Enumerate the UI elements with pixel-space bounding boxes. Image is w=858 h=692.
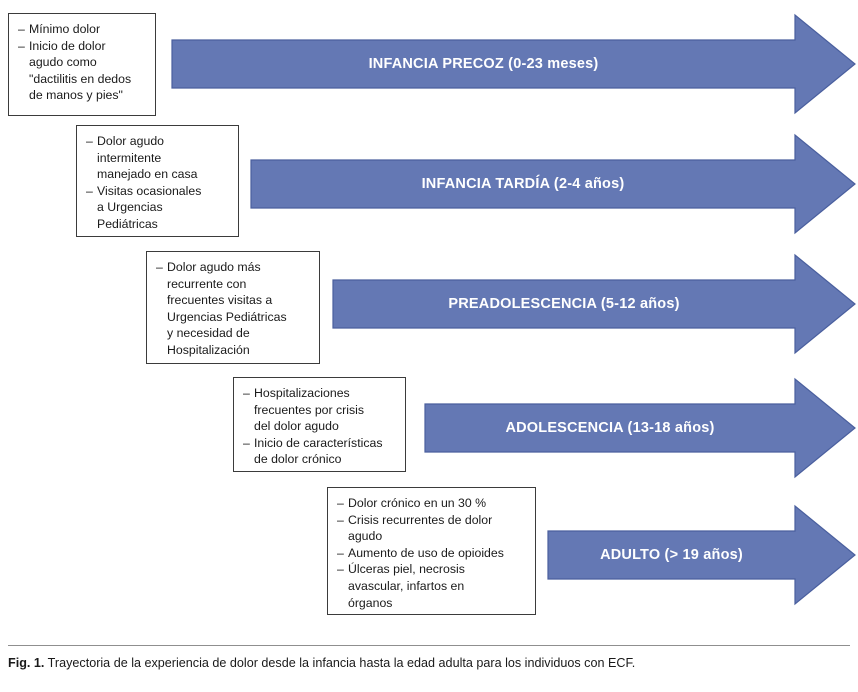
figure-caption-label: Fig. 1. <box>8 656 45 670</box>
stage-note-item: Aumento de uso de opioides <box>337 545 527 562</box>
stage-note-box-5: Dolor crónico en un 30 % Crisis recurren… <box>327 487 536 615</box>
stage-note-list-2: Dolor agudo intermitente manejado en cas… <box>86 133 230 233</box>
note-line: Dolor crónico en un 30 % <box>348 496 487 510</box>
stage-note-item: Crisis recurrentes de dolor agudo <box>337 512 527 545</box>
stage-note-list-4: Hospitalizaciones frecuentes por crisis … <box>243 385 397 468</box>
diagram-stage: INFANCIA PRECOZ (0-23 meses) INFANCIA TA… <box>0 0 858 628</box>
note-line: órganos <box>348 595 393 610</box>
stage-note-item: Inicio de dolor agudo como "dactilitis e… <box>18 38 147 104</box>
stage-note-box-3: Dolor agudo más recurrente con frecuente… <box>146 251 320 364</box>
note-line: a Urgencias <box>97 200 163 215</box>
stage-note-item: Dolor agudo más recurrente con frecuente… <box>156 259 311 359</box>
note-line: manejado en casa <box>97 167 198 182</box>
note-line: de dolor crónico <box>254 452 342 467</box>
note-line: Crisis recurrentes de dolor <box>348 512 493 527</box>
stage-note-item: Dolor crónico en un 30 % <box>337 495 527 512</box>
arrow-layer <box>171 13 856 606</box>
note-line: Inicio de dolor <box>29 38 106 53</box>
note-line: Inicio de características <box>254 435 383 450</box>
stage-arrow-2 <box>250 133 856 235</box>
note-line: Dolor agudo más <box>167 260 261 274</box>
stage-note-item: Visitas ocasionales a Urgencias Pediátri… <box>86 183 230 233</box>
stage-note-item: Dolor agudo intermitente manejado en cas… <box>86 133 230 183</box>
note-line: del dolor agudo <box>254 419 339 434</box>
note-line: avascular, infartos en <box>348 578 465 593</box>
stage-note-box-1: Mínimo dolor Inicio de dolor agudo como … <box>8 13 156 116</box>
note-line: frecuentes visitas a <box>167 293 273 308</box>
stage-arrow-4 <box>424 377 856 479</box>
stage-note-item: Úlceras piel, necrosis avascular, infart… <box>337 561 527 611</box>
figure-caption: Fig. 1. Trayectoria de la experiencia de… <box>8 655 850 671</box>
stage-note-list-5: Dolor crónico en un 30 % Crisis recurren… <box>337 495 527 611</box>
note-line: "dactilitis en dedos <box>29 71 132 86</box>
note-line: Úlceras piel, necrosis <box>348 562 465 577</box>
stage-arrow-5 <box>547 504 856 606</box>
note-line: recurrente con <box>167 276 247 291</box>
note-line: Dolor agudo <box>97 134 164 148</box>
note-line: Urgencias Pediátricas <box>167 309 287 324</box>
note-line: agudo como <box>29 55 97 70</box>
stage-arrow-1 <box>171 13 856 115</box>
stage-note-item: Hospitalizaciones frecuentes por crisis … <box>243 385 397 435</box>
note-line: agudo <box>348 529 383 544</box>
note-line: Visitas ocasionales <box>97 183 202 198</box>
caption-divider <box>8 645 850 647</box>
note-line: intermitente <box>97 150 162 165</box>
note-line: frecuentes por crisis <box>254 402 365 417</box>
note-line: Pediátricas <box>97 216 158 231</box>
note-line: Aumento de uso de opioides <box>348 545 504 560</box>
note-line: de manos y pies" <box>29 88 123 103</box>
stage-note-box-2: Dolor agudo intermitente manejado en cas… <box>76 125 239 237</box>
stage-arrow-3 <box>332 253 856 355</box>
note-line: Hospitalizaciones <box>254 386 350 400</box>
stage-note-box-4: Hospitalizaciones frecuentes por crisis … <box>233 377 406 472</box>
note-line: Mínimo dolor <box>29 22 101 36</box>
figure-caption-text: Trayectoria de la experiencia de dolor d… <box>47 656 636 670</box>
stage-note-list-3: Dolor agudo más recurrente con frecuente… <box>156 259 311 359</box>
stage-note-item: Inicio de características de dolor cróni… <box>243 435 397 468</box>
stage-note-list-1: Mínimo dolor Inicio de dolor agudo como … <box>18 21 147 104</box>
stage-note-item: Mínimo dolor <box>18 21 147 38</box>
note-line: Hospitalización <box>167 342 250 357</box>
note-line: y necesidad de <box>167 326 250 341</box>
